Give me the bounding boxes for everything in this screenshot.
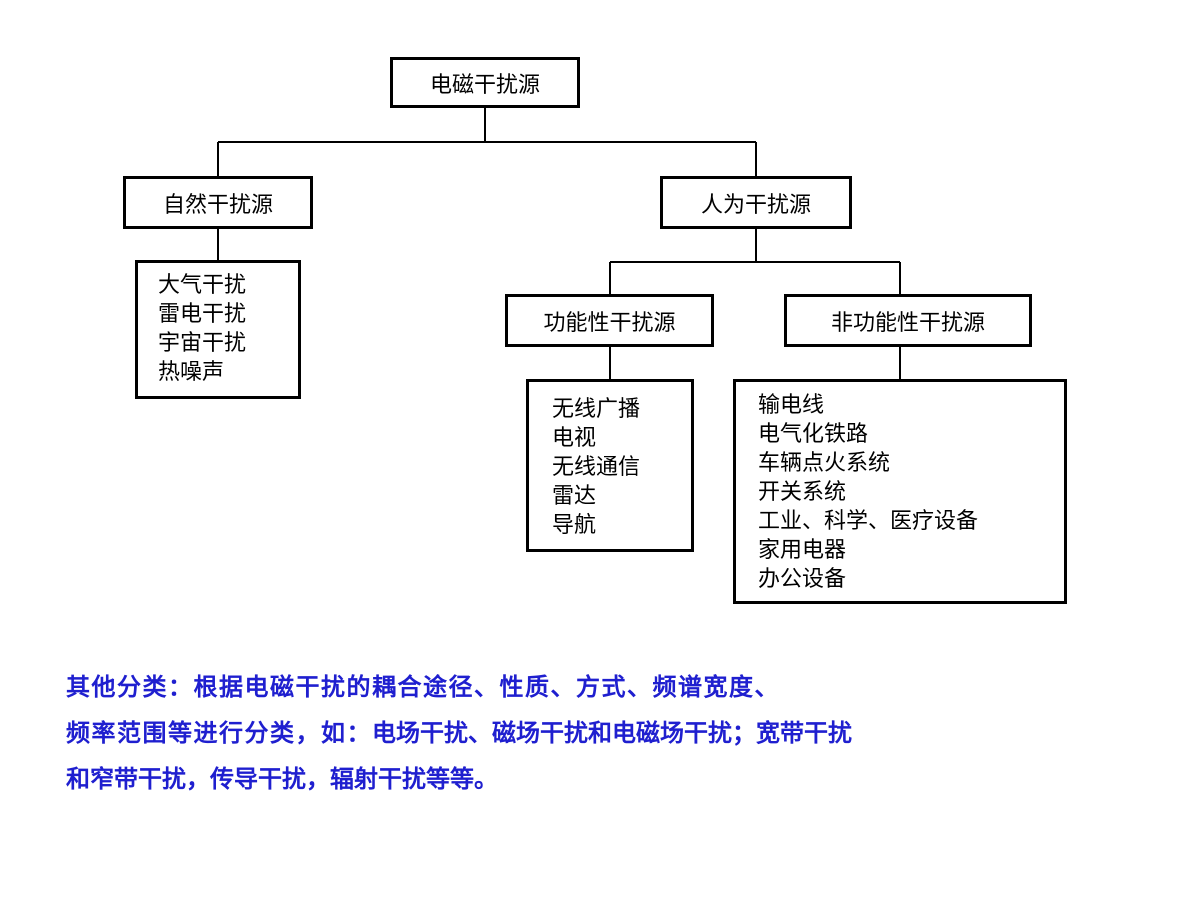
other-classification-note: 其他分类：根据电磁干扰的耦合途径、性质、方式、频谱宽度、 频率范围等进行分类，如… [66,664,1176,802]
list-item: 雷电干扰 [158,302,247,327]
list-item: 电视 [552,426,597,451]
list-item: 输电线 [758,393,825,418]
natural-source-label: 自然干扰源 [162,192,273,218]
list-item: 工业、科学、医疗设备 [758,509,979,534]
note-line-3: 和窄带干扰，传导干扰，辐射干扰等等。 [66,765,498,793]
list-item: 热噪声 [158,360,225,385]
list-item: 无线通信 [552,455,641,480]
list-item: 大气干扰 [158,273,247,298]
functional-source-label: 功能性干扰源 [543,310,676,336]
list-item: 开关系统 [758,480,847,505]
natural-source-list: 大气干扰 雷电干扰 宇宙干扰 热噪声 [135,260,301,399]
nonfunctional-source-label: 非功能性干扰源 [830,310,985,336]
note-line-2: 频率范围等进行分类，如：电场干扰、磁场干扰和电磁场干扰；宽带干扰 [66,710,1176,756]
nonfunctional-source-node: 非功能性干扰源 [784,294,1032,347]
list-item: 办公设备 [758,567,847,592]
root-label: 电磁干扰源 [429,72,540,98]
natural-source-node: 自然干扰源 [123,176,313,229]
list-item: 家用电器 [758,538,847,563]
functional-source-list: 无线广播 电视 无线通信 雷达 导航 [526,379,694,552]
nonfunctional-source-list: 输电线 电气化铁路 车辆点火系统 开关系统 工业、科学、医疗设备 家用电器 办公… [733,379,1067,604]
list-item: 无线广播 [552,397,641,422]
note-line-2-examples: 电场干扰、磁场干扰和电磁场干扰；宽带干扰 [372,719,852,747]
functional-source-node: 功能性干扰源 [505,294,714,347]
human-source-node: 人为干扰源 [660,176,852,229]
note-line-2-lead: 频率范围等进行分类，如： [66,719,372,747]
note-line-1: 其他分类：根据电磁干扰的耦合途径、性质、方式、频谱宽度、 [66,673,780,701]
list-item: 电气化铁路 [758,422,869,447]
root-node: 电磁干扰源 [390,57,580,108]
list-item: 车辆点火系统 [758,451,891,476]
human-source-label: 人为干扰源 [700,192,811,218]
list-item: 雷达 [552,484,597,509]
list-item: 导航 [552,513,597,538]
list-item: 宇宙干扰 [158,331,247,356]
